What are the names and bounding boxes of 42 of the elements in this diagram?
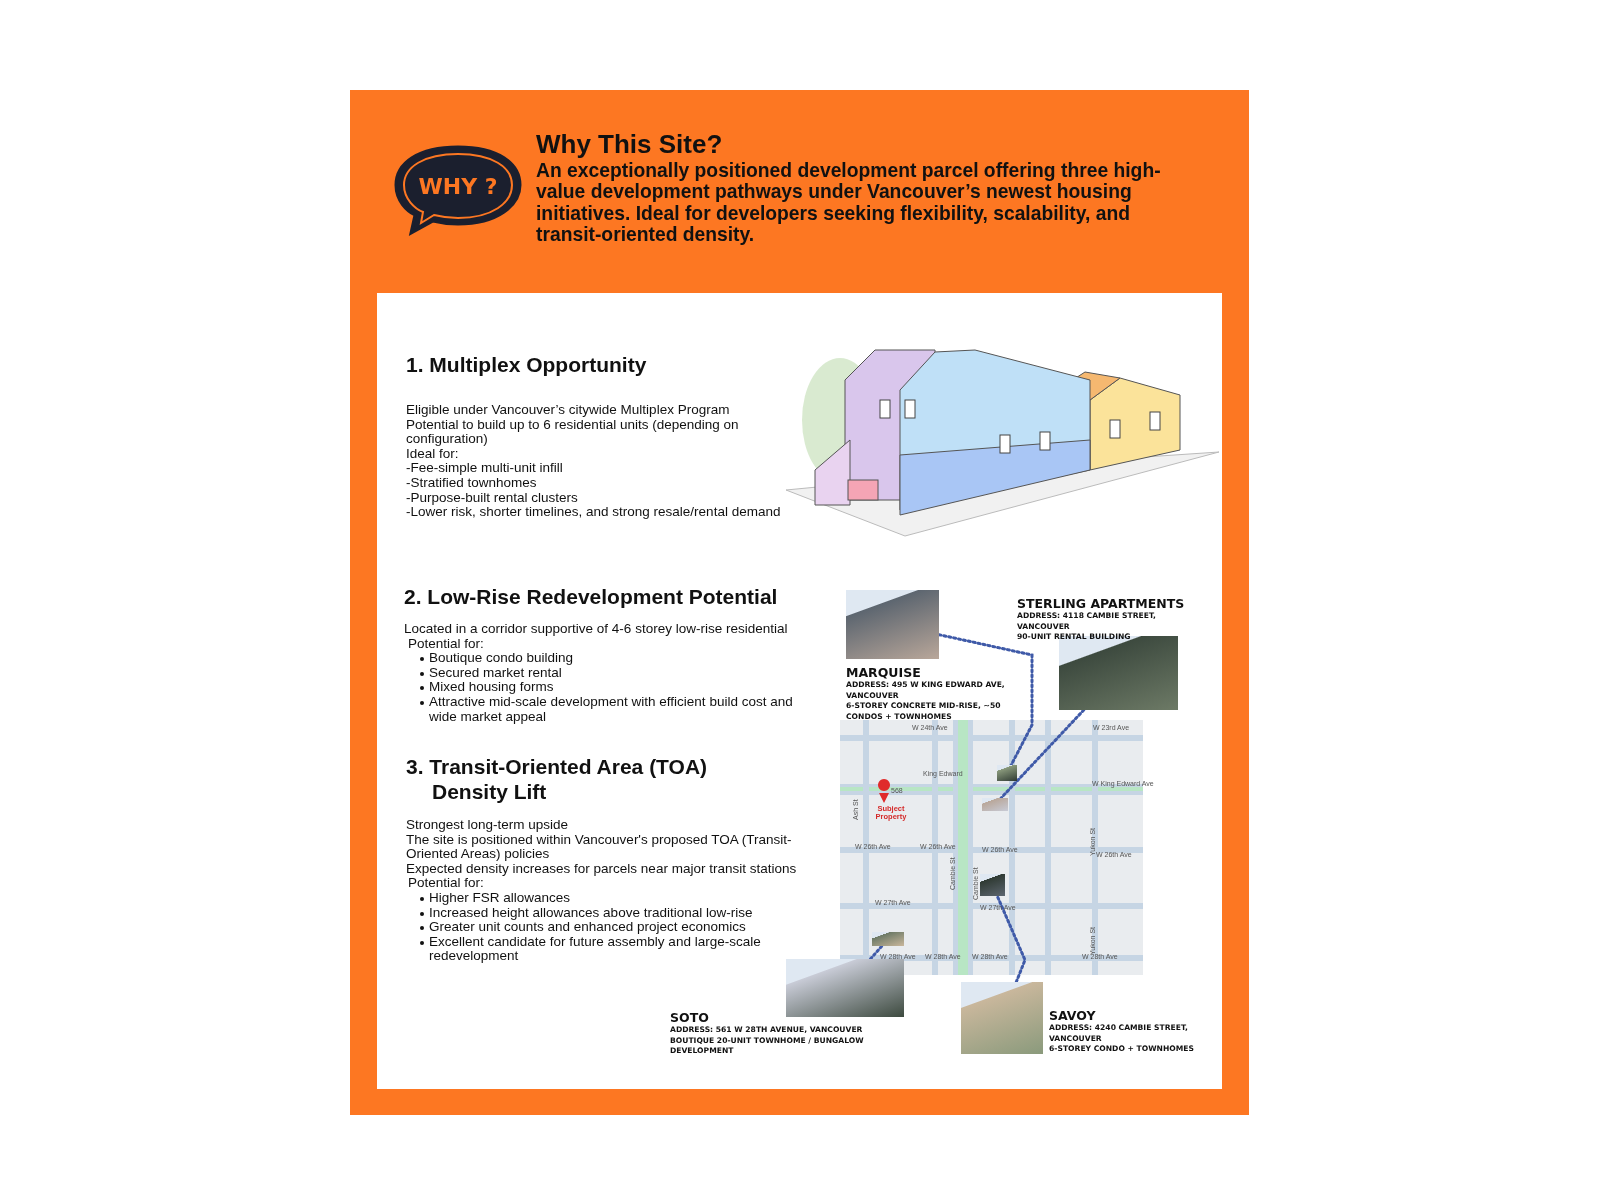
body-text: -Purpose-built rental clusters	[406, 490, 579, 506]
body-text: Eligible under Vancouver’s citywide Multiplex Program	[406, 403, 731, 418]
body-text: -Lower risk, shorter timelines, and strong resale/rental demand	[406, 505, 782, 520]
body-text: Strongest long-term upside	[406, 818, 570, 833]
bullet-item: Higher FSR allowances	[429, 890, 571, 905]
bullet-item: Boutique condo building	[429, 650, 574, 666]
photo-placeholder	[846, 590, 939, 659]
body-text: Ideal for:	[406, 446, 459, 462]
body-text: Potential for:	[408, 636, 485, 652]
bullet-item: Mixed housing forms	[429, 679, 554, 695]
bullet-item: Greater unit counts and enhanced project economics	[429, 919, 746, 935]
bullet-item: Excellent candidate for future assembly and large-scale redevelopment	[429, 933, 761, 964]
section-heading: 1. Multiplex Opportunity	[406, 352, 648, 377]
building-name: SAVOY	[1049, 1008, 1097, 1023]
body-text: Located in a corridor supportive of 4-6 storey low-rise residential	[404, 622, 789, 637]
bullet-item: Attractive mid-scale development with efficient build cost and wide market appeal	[429, 694, 793, 724]
building-name: SOTO	[670, 1010, 710, 1025]
section-heading: 3. Transit-Oriented Area (TOA) Density Lift	[406, 754, 709, 804]
speech-bubble	[393, 143, 523, 237]
photo-placeholder	[982, 798, 1008, 811]
photo-placeholder	[786, 959, 904, 1017]
photo-placeholder	[961, 982, 1043, 1054]
photo-placeholder	[872, 932, 904, 946]
bullet-item: Increased height allowances above traditional low-rise	[429, 904, 753, 920]
bubble-text: WHY ?	[418, 173, 498, 199]
photo-placeholder	[997, 765, 1017, 781]
building-name: STERLING APARTMENTS	[1017, 596, 1186, 611]
body-text: -Fee-simple multi-unit infill	[406, 461, 564, 476]
body-text: Potential to build up to 6 residential units (depending on configuration)	[406, 417, 740, 447]
dotted-connector	[868, 944, 884, 961]
section-heading: 2. Low-Rise Redevelopment Potential	[404, 584, 779, 609]
dotted-connector	[995, 894, 1027, 984]
title: Why This Site?	[536, 129, 723, 160]
bullet-item: Secured market rental	[429, 664, 562, 680]
photo-placeholder	[980, 874, 1005, 896]
body-text: Expected density increases for parcels near major transit stations	[406, 861, 798, 877]
intro-paragraph: An exceptionally positioned development parcel offering three high-value development pathways under Vancouver’s newest housing initiatives. Ideal for developers seeking flexibility, scalability, and transit-oriented density.	[536, 160, 1162, 246]
body-text: The site is positioned within Vancouver's proposed TOA (Transit-Oriented Areas) policies	[406, 832, 793, 862]
body-text: Potential for:	[408, 876, 484, 891]
dotted-connector	[999, 708, 1086, 800]
building-name: MARQUISE	[846, 665, 922, 680]
body-text: -Stratified townhomes	[406, 476, 538, 491]
